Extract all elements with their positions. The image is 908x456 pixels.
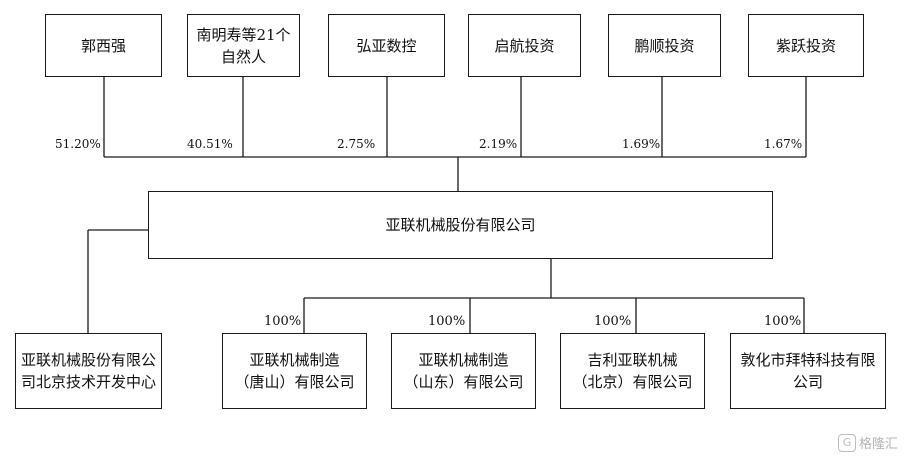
shareholder-pengshun-investment: 鹏顺投资 [608,14,721,77]
subsidiary-name-line2: （北京）有限公司 [572,373,693,391]
gelonghui-logo-icon: G [837,433,856,452]
subsidiary-name-line1: 亚联机械制造 [418,351,509,369]
watermark-text: 格隆汇 [858,437,898,452]
pct-subsidiary-dunhua-baite: 100% [764,314,802,329]
subsidiary-name-line2: （唐山）有限公司 [234,373,355,391]
pct-guo-xiqiang: 51.20% [55,137,101,151]
shareholder-guo-xiqiang: 郭西强 [45,14,162,77]
pct-nan-mingshou-group: 40.51% [187,137,233,151]
subsidiary-tangshan: 亚联机械制造 （唐山）有限公司 [222,333,367,409]
shareholder-hongya-cnc: 弘亚数控 [328,14,445,77]
shareholder-name: 鹏顺投资 [634,36,695,55]
subsidiary-name-line1: 吉利亚联机械 [587,351,678,369]
subsidiary-beijing: 吉利亚联机械 （北京）有限公司 [560,333,705,409]
shareholder-name: 郭西强 [80,36,126,55]
main-company-name: 亚联机械股份有限公司 [385,216,536,234]
pct-ziyue-investment: 1.67% [764,137,803,151]
main-company: 亚联机械股份有限公司 [148,191,773,259]
subsidiary-name-line2: 公司 [792,373,823,391]
subsidiary-dunhua-baite: 敦化市拜特科技有限 公司 [730,333,886,409]
watermark: G 格隆汇 [837,433,898,452]
branch-beijing-tech-center: 亚联机械股份有限公 司北京技术开发中心 [15,333,162,409]
shareholder-qihang-investment: 启航投资 [468,14,581,77]
shareholder-name: 启航投资 [494,36,555,55]
pct-pengshun-investment: 1.69% [622,137,661,151]
subsidiary-name-line2: （山东）有限公司 [403,373,524,391]
pct-qihang-investment: 2.19% [479,137,518,151]
subsidiary-name-line1: 亚联机械制造 [249,351,340,369]
pct-subsidiary-tangshan: 100% [264,314,302,329]
pct-subsidiary-beijing: 100% [594,314,632,329]
shareholder-name-line1: 南明寿等21个 [196,25,291,44]
shareholder-nan-mingshou-group: 南明寿等21个 自然人 [187,14,300,77]
shareholder-name: 弘亚数控 [356,36,417,55]
subsidiary-shandong: 亚联机械制造 （山东）有限公司 [391,333,536,409]
shareholder-name-line2: 自然人 [220,47,266,66]
shareholder-name: 紫跃投资 [775,36,836,55]
pct-hongya-cnc: 2.75% [337,137,376,151]
subsidiary-name-line1: 敦化市拜特科技有限 [740,351,876,369]
pct-subsidiary-shandong: 100% [428,314,466,329]
shareholder-ziyue-investment: 紫跃投资 [748,14,864,77]
branch-name-line2: 司北京技术开发中心 [20,373,156,391]
branch-name-line1: 亚联机械股份有限公 [20,351,156,369]
